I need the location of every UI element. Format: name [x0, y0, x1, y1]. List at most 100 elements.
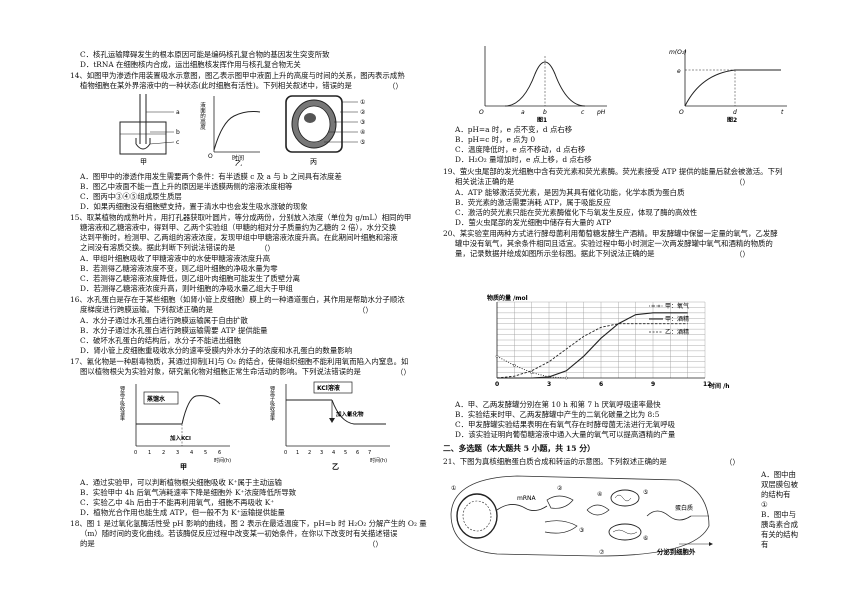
q14-option-a: A．图甲中的渗透作用发生需要两个条件：有半透膜 c 及 a 与 b 之间具有浓度…: [80, 172, 342, 181]
q21-figure: mRNA 蛋白质 分泌到细胞外 ① ② ③ ④ ⑤ ⑥ ⑦: [450, 475, 713, 557]
q19-option-a: A．ATP 能够激活荧光素，是因为其具有催化功能，化学本质为蛋白质: [455, 188, 685, 197]
x-tick-label: 6: [599, 381, 603, 388]
q14-figure: a b c 甲 液面的高度 O 时间 乙 ① ② ③: [119, 94, 366, 166]
label-c: c: [176, 139, 179, 146]
q15-option-a: A．甲组叶细胞吸收了甲糖溶液中的水使甲糖溶液浓度升高: [80, 254, 271, 263]
oxygen-point: [530, 371, 534, 374]
caption-bing: 丙: [310, 158, 317, 166]
q15-line2: 糖溶液和乙糖溶液中，得到甲、乙两个实验组（甲糖的相对分子质量约为乙糖的 2 倍）…: [80, 223, 397, 232]
fig2-m: m(O₂): [669, 49, 687, 56]
label-4: ④: [360, 129, 365, 136]
q16-option-c: C．破坏水孔蛋白的结构后，水分子不能进出细胞: [80, 336, 241, 345]
q15-option-c: C．若测得乙糖溶液浓度降低，则乙组叶肉细胞可能发生了质壁分离: [80, 274, 300, 283]
q21-side-line8: 有: [761, 540, 769, 549]
oxygen-point: [564, 376, 568, 380]
q14-option-d: D．如果丙细胞没有细胞壁支持，置于清水中也会发生吸水涨破的现象: [80, 202, 308, 211]
x-tick-label: 3: [547, 381, 551, 388]
fig2-e: e: [677, 68, 681, 75]
q17-line1: 17、氰化物是一种剧毒物质，其通过抑制[H]与 O₂ 的结合，使得组织细胞不能利…: [70, 357, 409, 366]
q17-option-b: B．实验甲中 4h 后氧气消耗速率下降是细胞外 K⁺浓度降低所导致: [80, 488, 297, 497]
xaxis-label: 时间: [232, 154, 244, 162]
q20-option-c: C．甲发酵罐实验结果表明在有氧气存在时酵母菌无法进行无氧呼吸: [455, 420, 675, 429]
section-multiple-choice: 二、多选题（本大题共 5 小题，共 15 分）: [443, 444, 595, 453]
oxygen-point: [495, 354, 499, 358]
q20-option-a: A．甲、乙两发酵罐分别在第 10 h 和第 7 h 厌氧呼吸速率最快: [455, 400, 661, 409]
yi-tick-0: 0: [284, 450, 287, 456]
q18-option-d: D．H₂O₂ 量增加时，e 点上移，d 点右移: [455, 155, 592, 164]
yi-tick-3: 3: [320, 450, 323, 456]
yi-tick-4: 4: [332, 450, 335, 456]
q15-option-d: D．若测得乙糖溶液浓度升高，则叶细胞的净吸水量乙组大于甲组: [80, 284, 293, 293]
fig2-t: t: [781, 109, 784, 116]
q14-stem-line2: 植物细胞在某外界溶液中的一种状态(此时细胞有活性)。下列相关叙述中，错误的是: [80, 81, 352, 90]
label-3: ③: [360, 119, 365, 126]
q19-answer-paren: （）: [735, 178, 750, 187]
fig2-oxygen-curve: m(O₂) e O d t 图2: [669, 49, 787, 122]
chart-series: [495, 312, 688, 380]
x-tick-label: 12: [703, 381, 711, 388]
q13-option-d: D．tRNA 在细胞核内合成，运出细胞核发挥作用与核孔复合物无关: [80, 60, 301, 69]
caption-jia: 甲: [140, 158, 147, 166]
jia-ylabel: 钾离子吸收速率: [119, 385, 125, 422]
osmosis-apparatus: a b c 甲: [119, 94, 180, 166]
label-n3: ③: [579, 527, 584, 534]
caption-yi: 乙: [235, 160, 242, 166]
q15-line3: 达到平衡时，检测甲、乙两组的溶液浓度，发现甲组中甲糖溶液浓度升高。在此期间叶细胞…: [80, 233, 398, 242]
q21-side-line4: ①: [761, 500, 768, 509]
label-5: ⑤: [360, 139, 365, 146]
q16-option-b: B．水分子通过水孔蛋白进行跨膜运输需要 ATP 提供能量: [80, 326, 268, 335]
q21-side-line2: 双层膜包被: [761, 480, 798, 489]
fig1-ph-curve: O a b c pH 图1: [479, 46, 607, 122]
jia-xlabel: 时间(h): [214, 457, 231, 464]
q14-stem-line1: 14、如图甲为渗透作用装置吸水示意图，图乙表示图甲中液面上升的高度与时间的关系，…: [70, 71, 405, 80]
label-secrete: 分泌到细胞外: [657, 547, 696, 556]
q15-option-b: B．若测得乙糖溶液浓度不变，则乙组叶细胞的净吸水量为零: [80, 264, 278, 273]
q20-option-b: B．实验结束时甲、乙两发酵罐中产生的二氧化碳量之比为 8:5: [455, 410, 660, 419]
q20-line3: 量，记录数据并绘成如图所示坐标图。据此下列说法正确的是: [455, 249, 655, 258]
osmosis-curve: 液面的高度 O 时间 乙: [199, 96, 261, 166]
q18-option-b: B．pH=c 时，e 点为 0: [455, 135, 536, 144]
q17-option-d: D．植物光合作用也能生成 ATP，但一般不为 K⁺运输提供能量: [80, 508, 285, 517]
fig1-a: a: [521, 109, 525, 116]
label-1: ①: [360, 99, 365, 106]
q17-option-c: C．实验乙中 4h 后由于不能再利用氧气，细胞不再吸收 K⁺: [80, 498, 275, 507]
fig2-origin: O: [679, 109, 684, 116]
series-line-2: [496, 323, 688, 379]
q14-option-c: C．图丙中③④⑤组成原生质层: [80, 192, 182, 201]
yi-tick-2: 2: [308, 450, 311, 456]
q18-option-a: A．pH=a 时，e 点不变，d 点右移: [455, 125, 573, 134]
chart-legend: 甲：氧气 甲：酒精 乙：酒精: [649, 302, 689, 336]
label-n2: ②: [557, 485, 563, 492]
q19-option-c: C．激活的荧光素只能在荧光素酶催化下与氧发生反应，体现了酶的高效性: [455, 208, 698, 217]
cell-diagram: mRNA 蛋白质 分泌到细胞外 ① ② ③ ④ ⑤ ⑥ ⑦: [450, 475, 713, 557]
q21-answer-paren: （）: [725, 458, 740, 467]
yi-tick-7: 7: [368, 450, 371, 456]
q16-line2: 度梯度进行跨膜运输。下列叙述正确的是: [80, 305, 214, 314]
oxygen-point: [512, 363, 516, 367]
q20-option-d: D．该实验证明向葡萄糖溶液中通入大量的氧气可以提高酒精的产量: [455, 430, 676, 439]
q17-chart-jia: 蒸馏水 加入KCl 钾离子吸收速率 0 1 2 3 4 5 6 时间(h) 甲: [119, 384, 231, 470]
q18-line2: （m）随时间的变化曲线。若该酶促反应过程中改变某一初始条件，在你以下改变时有关描…: [80, 529, 398, 538]
q21-side-line6: 胰岛素合成: [761, 520, 798, 529]
q16-line1: 16、水孔蛋白是存在于某些细胞（如肾小管上皮细胞）膜上的一种通道蛋白，其作用是帮…: [70, 295, 405, 304]
origin-label: O: [208, 153, 213, 160]
fig1-caption: 图1: [537, 116, 547, 122]
q18-line1: 18、图 1 是过氧化氢酶活性受 pH 影响的曲线，图 2 表示在最适温度下，p…: [70, 519, 427, 528]
q16-option-a: A．水分子通过水孔蛋白进行跨膜运输属于自由扩散: [80, 316, 248, 325]
plant-cell: ① ② ③ ④ ⑤ 丙: [285, 95, 366, 166]
label-n6: ⑥: [643, 535, 648, 542]
chart-ylabel: 物质的量 /mol: [487, 294, 528, 302]
q20-line1: 20、某实验室用两种方式进行酵母菌利用葡萄糖发酵生产酒精。甲发酵罐中保留一定量的…: [443, 229, 778, 238]
yi-box: KCl溶液: [317, 384, 341, 392]
x-tick-label: 9: [651, 381, 655, 388]
q19-line1: 19、萤火虫尾部的发光细胞中含有荧光素和荧光素酶。荧光素接受 ATP 提供的能量…: [443, 167, 783, 176]
label-b: b: [176, 129, 180, 136]
q19-line2: 相关说法正确的是: [455, 177, 515, 186]
jia-tick-0: 0: [134, 450, 137, 456]
label-2: ②: [360, 109, 366, 116]
label-n5: ⑤: [643, 489, 648, 496]
jia-caption: 甲: [180, 463, 187, 470]
q21-side-line7: 有关的结构: [761, 530, 798, 539]
